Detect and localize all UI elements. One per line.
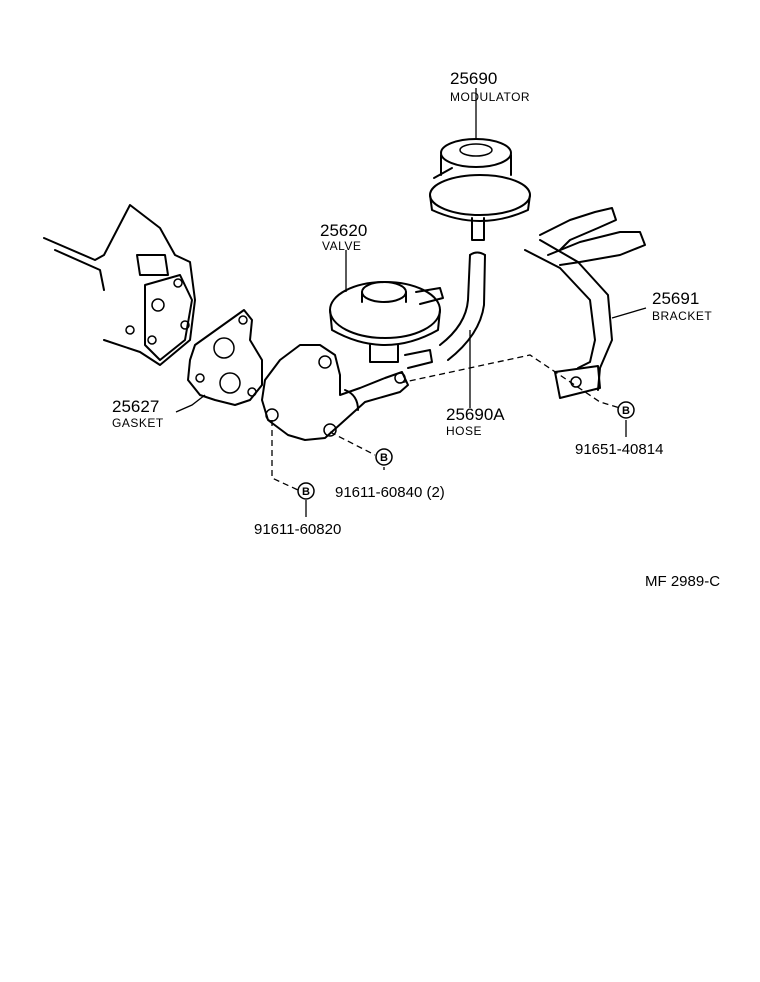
bracket-part-name: BRACKET (652, 309, 712, 323)
diagram-code: MF 2989-C (645, 573, 720, 590)
gasket-drawing (187, 309, 263, 406)
bolt-marker-valve: B (375, 448, 393, 466)
valve-drawing (329, 281, 444, 369)
bracket-drawing (524, 207, 646, 399)
bracket-part-number: 25691 (652, 289, 699, 308)
flange-bolt-part-number: 91611-60820 (254, 521, 341, 538)
leader-lines (175, 88, 647, 517)
modulator-part-name: MODULATOR (450, 90, 530, 104)
bracket-bolt-part-number: 91651-40814 (575, 441, 663, 458)
modulator-drawing (429, 138, 531, 241)
bolt-marker-valve-label: B (380, 452, 388, 464)
modulator-part-number: 25690 (450, 69, 497, 88)
valve-bolt-part-number: 91611-60840 (2) (335, 484, 445, 501)
valve-part-name: VALVE (322, 239, 361, 253)
engine-block-drawing (43, 204, 196, 366)
bolt-marker-flange: B (297, 482, 315, 500)
valve-part-number: 25620 (320, 221, 367, 240)
hose-part-number: 25690A (446, 405, 505, 424)
hose-drawing (439, 251, 486, 361)
gasket-part-number: 25627 (112, 397, 159, 416)
gasket-part-name: GASKET (112, 416, 164, 430)
bolt-marker-flange-label: B (302, 486, 310, 498)
valve-body-drawing (261, 344, 409, 441)
bolt-marker-bracket-label: B (622, 405, 630, 417)
bolt-marker-bracket: B (617, 401, 635, 419)
hose-part-name: HOSE (446, 424, 482, 438)
